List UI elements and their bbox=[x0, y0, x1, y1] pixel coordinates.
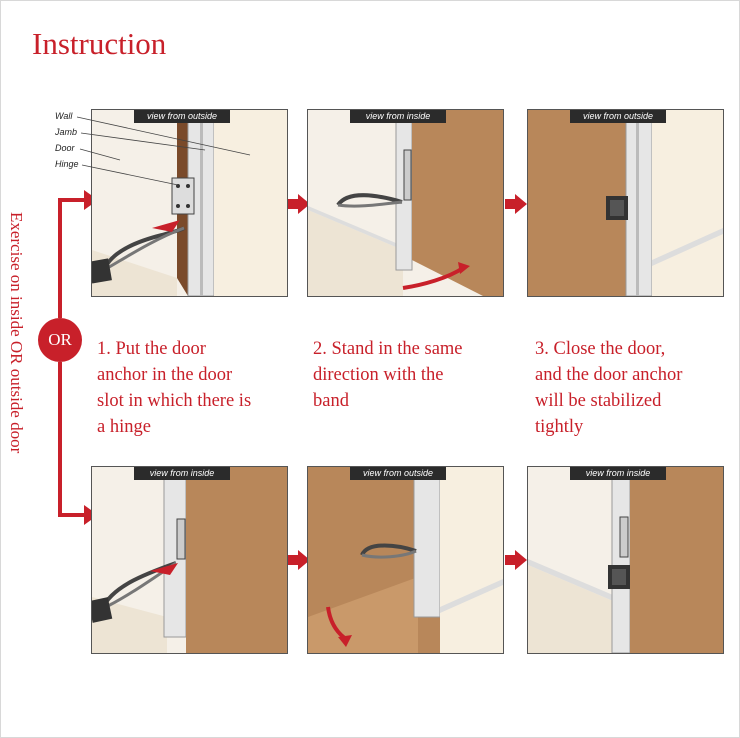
or-badge: OR bbox=[38, 318, 82, 362]
panel-top-3: view from outside bbox=[527, 109, 724, 297]
arrow-right-4 bbox=[505, 550, 527, 570]
panel-top-1: view from outside bbox=[91, 109, 288, 297]
panel-bottom-3: view from inside bbox=[527, 466, 724, 654]
arrow-right-1 bbox=[288, 194, 310, 214]
part-label-wall: Wall bbox=[55, 111, 73, 121]
panel-caption: view from outside bbox=[350, 467, 446, 480]
step-1-text: 1. Put the door anchor in the door slot … bbox=[97, 339, 252, 437]
part-label-hinge: Hinge bbox=[55, 159, 79, 169]
arrow-right-2 bbox=[505, 194, 527, 214]
panel-caption: view from outside bbox=[134, 110, 230, 123]
page-title: Instruction bbox=[32, 26, 167, 61]
part-label-door: Door bbox=[55, 143, 75, 153]
panel-caption: view from inside bbox=[134, 467, 230, 480]
step-3-text: 3. Close the door, and the door anchor w… bbox=[535, 339, 683, 437]
panel-caption: view from inside bbox=[570, 467, 666, 480]
panel-caption: view from outside bbox=[570, 110, 666, 123]
arrow-right-3 bbox=[288, 550, 310, 570]
panel-bottom-1: view from inside bbox=[91, 466, 288, 654]
step-2-text: 2. Stand in the same direction with the … bbox=[313, 339, 463, 411]
panel-bottom-2: view from outside bbox=[307, 466, 504, 654]
panel-caption: view from inside bbox=[350, 110, 446, 123]
part-label-jamb: Jamb bbox=[55, 127, 78, 137]
panel-top-2: view from inside bbox=[307, 109, 504, 297]
